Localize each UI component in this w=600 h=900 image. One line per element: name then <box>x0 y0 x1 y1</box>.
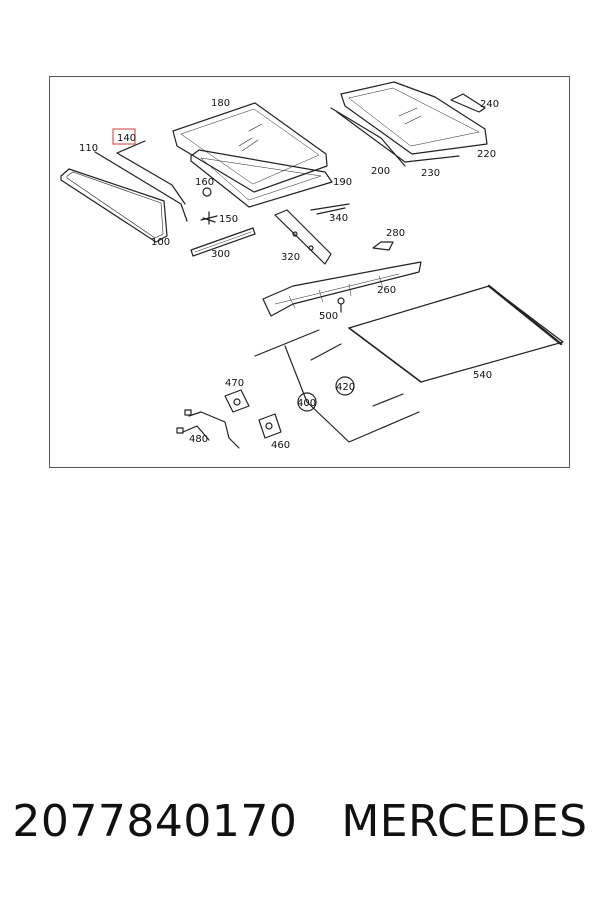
label-420: 420 <box>336 382 355 393</box>
label-160: 160 <box>195 177 214 188</box>
label-180: 180 <box>211 98 230 109</box>
part-460-motor <box>258 413 282 439</box>
part-160-clip <box>202 187 212 197</box>
part-230-seal <box>336 111 460 163</box>
label-300: 300 <box>211 249 230 260</box>
part-110-seal <box>94 151 188 222</box>
part-280-bracket <box>372 241 394 251</box>
part-480-harness <box>176 409 240 449</box>
callout-400 <box>297 392 317 412</box>
part-220-rear-glass <box>340 81 488 155</box>
part-190-frame <box>190 149 333 208</box>
label-400: 400 <box>297 398 316 409</box>
label-260: 260 <box>377 285 396 296</box>
label-340: 340 <box>329 213 348 224</box>
label-480: 480 <box>189 434 208 445</box>
part-540-blind <box>348 284 564 383</box>
part-100-front-glass <box>60 168 168 243</box>
sunroof-parts-diagram: 100 110 140 150 160 180 190 200 220 230 … <box>60 81 564 451</box>
part-number: 2077840170 <box>12 796 298 847</box>
part-260-drive <box>262 261 422 317</box>
part-400-cables <box>254 329 420 443</box>
part-140-seal <box>116 140 186 205</box>
part-470-motor <box>224 389 250 413</box>
part-340-rail <box>310 203 350 215</box>
part-500-screw <box>337 297 345 313</box>
label-460: 460 <box>271 440 290 451</box>
highlight-box-140 <box>112 128 136 145</box>
label-500: 500 <box>319 311 338 322</box>
part-caption: 2077840170 MERCEDES <box>0 796 600 847</box>
label-220: 220 <box>477 149 496 160</box>
part-300-rail <box>190 227 256 257</box>
part-420-cables <box>310 343 404 407</box>
label-150: 150 <box>219 214 238 225</box>
label-320: 320 <box>281 252 300 263</box>
label-280: 280 <box>386 228 405 239</box>
part-150-clip <box>200 211 218 225</box>
label-110: 110 <box>79 143 98 154</box>
label-140: 140 <box>117 133 136 144</box>
callout-420 <box>335 376 355 396</box>
brand-name: MERCEDES <box>341 796 588 847</box>
diagram-frame <box>49 76 570 468</box>
part-240-glass <box>450 93 486 113</box>
label-240: 240 <box>480 99 499 110</box>
label-540: 540 <box>473 370 492 381</box>
part-180-main-glass <box>172 102 328 193</box>
label-470: 470 <box>225 378 244 389</box>
part-200-seal <box>330 107 406 167</box>
part-320-bracket <box>274 209 332 265</box>
label-190: 190 <box>333 177 352 188</box>
label-230: 230 <box>421 168 440 179</box>
label-200: 200 <box>371 166 390 177</box>
label-100: 100 <box>151 237 170 248</box>
